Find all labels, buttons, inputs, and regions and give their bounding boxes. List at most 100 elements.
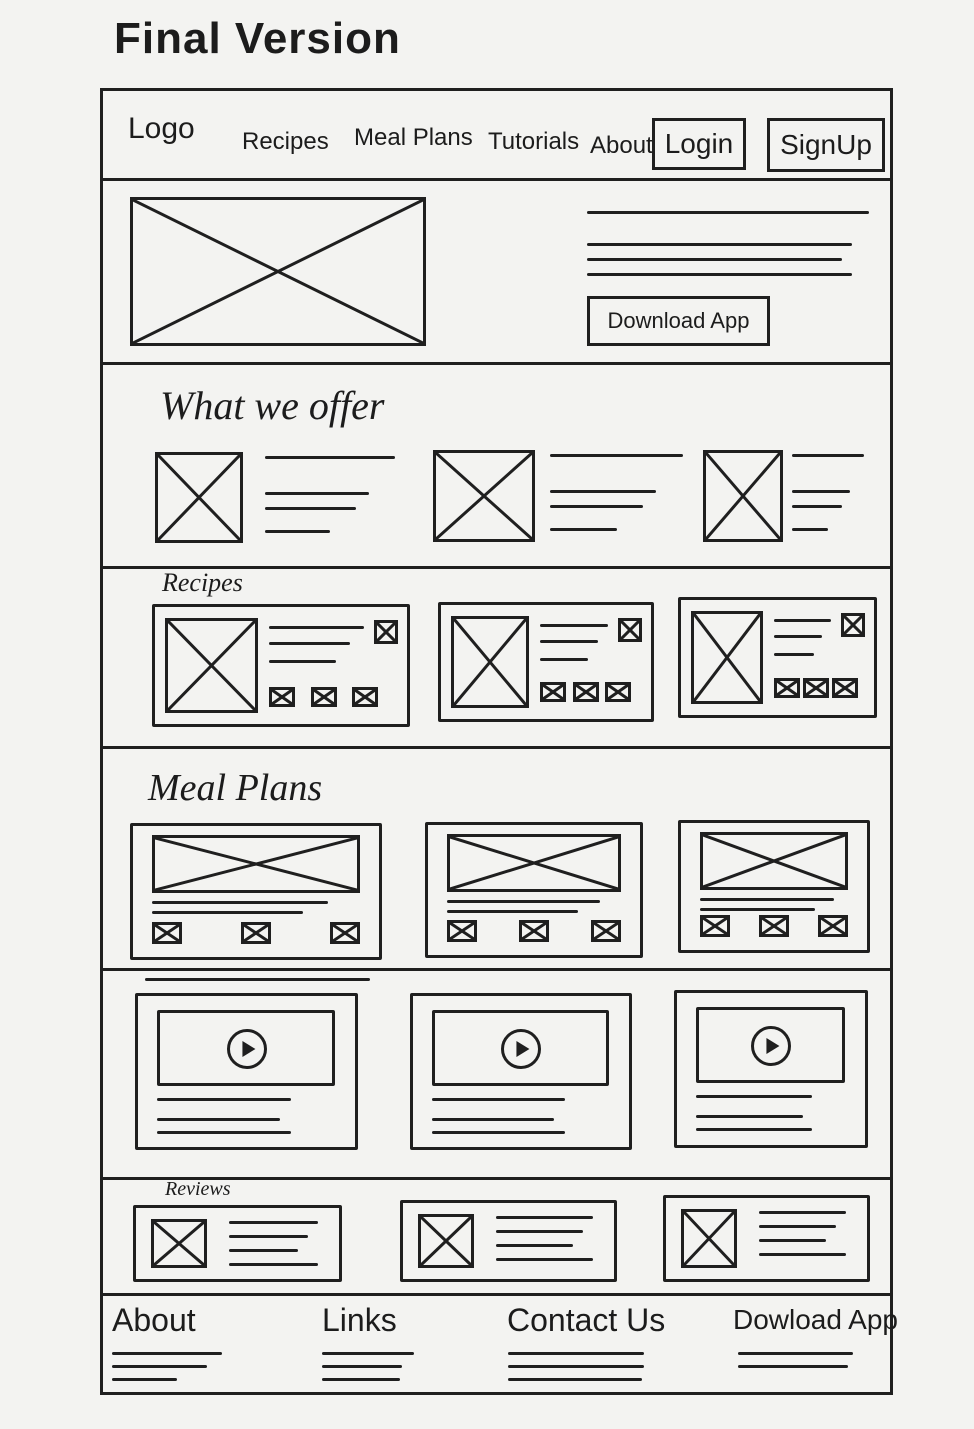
meal-plan-card — [130, 823, 382, 960]
text-line — [540, 658, 588, 661]
page-title: Final Version — [114, 14, 401, 63]
image-placeholder-icon — [352, 687, 379, 707]
image-placeholder-icon — [703, 450, 783, 542]
download-app-button[interactable]: Download App — [587, 296, 770, 346]
text-line — [152, 901, 329, 904]
tutorial-card — [135, 993, 358, 1150]
reviews-heading: Reviews — [165, 1178, 231, 1200]
text-line — [229, 1235, 308, 1238]
image-placeholder-icon — [418, 1214, 474, 1268]
image-placeholder-icon — [841, 613, 865, 637]
text-line — [550, 490, 657, 493]
text-line — [759, 1239, 826, 1242]
footer-contact[interactable]: Contact Us — [507, 1302, 666, 1338]
text-line — [112, 1352, 222, 1355]
image-placeholder-icon — [591, 920, 621, 942]
recipe-card — [438, 602, 654, 722]
image-placeholder-icon — [433, 450, 535, 542]
footer-links[interactable]: Links — [322, 1302, 397, 1338]
text-line — [696, 1128, 813, 1131]
image-placeholder-icon — [774, 678, 800, 698]
text-line — [792, 490, 850, 493]
text-line — [587, 211, 869, 214]
image-placeholder-icon — [700, 832, 848, 890]
image-placeholder-icon — [759, 915, 789, 937]
image-placeholder-icon — [691, 611, 763, 704]
meal-plan-card — [678, 820, 870, 953]
text-line — [265, 507, 356, 510]
text-line — [496, 1258, 593, 1261]
login-button[interactable]: Login — [652, 118, 746, 170]
text-line — [550, 454, 683, 457]
wireframe-frame — [100, 88, 893, 1395]
image-placeholder-icon — [269, 687, 295, 707]
text-line — [700, 898, 835, 901]
image-placeholder-icon — [310, 687, 337, 707]
text-line — [229, 1263, 318, 1266]
recipe-card — [152, 604, 410, 727]
text-line — [496, 1244, 573, 1247]
text-line — [696, 1115, 803, 1118]
text-line — [508, 1352, 644, 1355]
text-line — [587, 243, 852, 246]
nav-meal-plans[interactable]: Meal Plans — [354, 124, 473, 151]
text-line — [759, 1253, 846, 1256]
text-line — [508, 1378, 642, 1381]
text-line — [774, 619, 831, 622]
image-placeholder-icon — [540, 682, 566, 702]
text-line — [550, 505, 644, 508]
text-line — [432, 1098, 566, 1101]
image-placeholder-icon — [700, 915, 730, 937]
text-line — [759, 1211, 846, 1214]
text-line — [322, 1378, 400, 1381]
section-divider — [100, 178, 893, 181]
review-card — [400, 1200, 617, 1282]
nav-about[interactable]: About — [590, 132, 653, 159]
nav-tutorials[interactable]: Tutorials — [488, 128, 580, 155]
text-line — [269, 626, 364, 629]
text-line — [587, 273, 852, 276]
image-placeholder-icon — [151, 1219, 207, 1268]
image-placeholder-icon — [605, 682, 632, 702]
image-placeholder-icon — [155, 452, 243, 543]
text-line — [265, 456, 395, 459]
nav-recipes[interactable]: Recipes — [242, 128, 329, 155]
text-line — [447, 910, 578, 913]
offer-heading: What we offer — [160, 383, 385, 428]
logo[interactable]: Logo — [128, 112, 195, 145]
text-line — [322, 1365, 402, 1368]
image-placeholder-icon — [832, 678, 858, 698]
image-placeholder-icon — [519, 920, 549, 942]
image-placeholder-icon — [330, 922, 360, 944]
text-line — [265, 530, 330, 533]
text-line — [152, 911, 304, 914]
image-placeholder-icon — [451, 616, 529, 708]
play-icon — [501, 1029, 541, 1069]
text-line — [540, 640, 598, 643]
text-line — [145, 978, 370, 981]
text-line — [540, 624, 608, 627]
image-placeholder-icon — [818, 915, 848, 937]
video-player — [157, 1010, 335, 1086]
footer-download-app[interactable]: Dowload App — [733, 1304, 899, 1335]
image-placeholder-icon — [152, 835, 360, 893]
image-placeholder-icon — [447, 920, 477, 942]
signup-button[interactable]: SignUp — [767, 118, 885, 172]
image-placeholder-icon — [165, 618, 258, 713]
video-player — [696, 1007, 845, 1083]
text-line — [774, 635, 823, 638]
text-line — [447, 900, 600, 903]
text-line — [792, 454, 864, 457]
text-line — [432, 1118, 555, 1121]
tutorial-card — [410, 993, 632, 1150]
text-line — [265, 492, 369, 495]
text-line — [269, 642, 350, 645]
text-line — [696, 1095, 813, 1098]
text-line — [792, 528, 828, 531]
text-line — [508, 1365, 644, 1368]
image-placeholder-icon — [152, 922, 182, 944]
review-card — [133, 1205, 342, 1282]
footer-about[interactable]: About — [112, 1302, 196, 1338]
text-line — [112, 1365, 207, 1368]
play-icon — [226, 1029, 267, 1069]
